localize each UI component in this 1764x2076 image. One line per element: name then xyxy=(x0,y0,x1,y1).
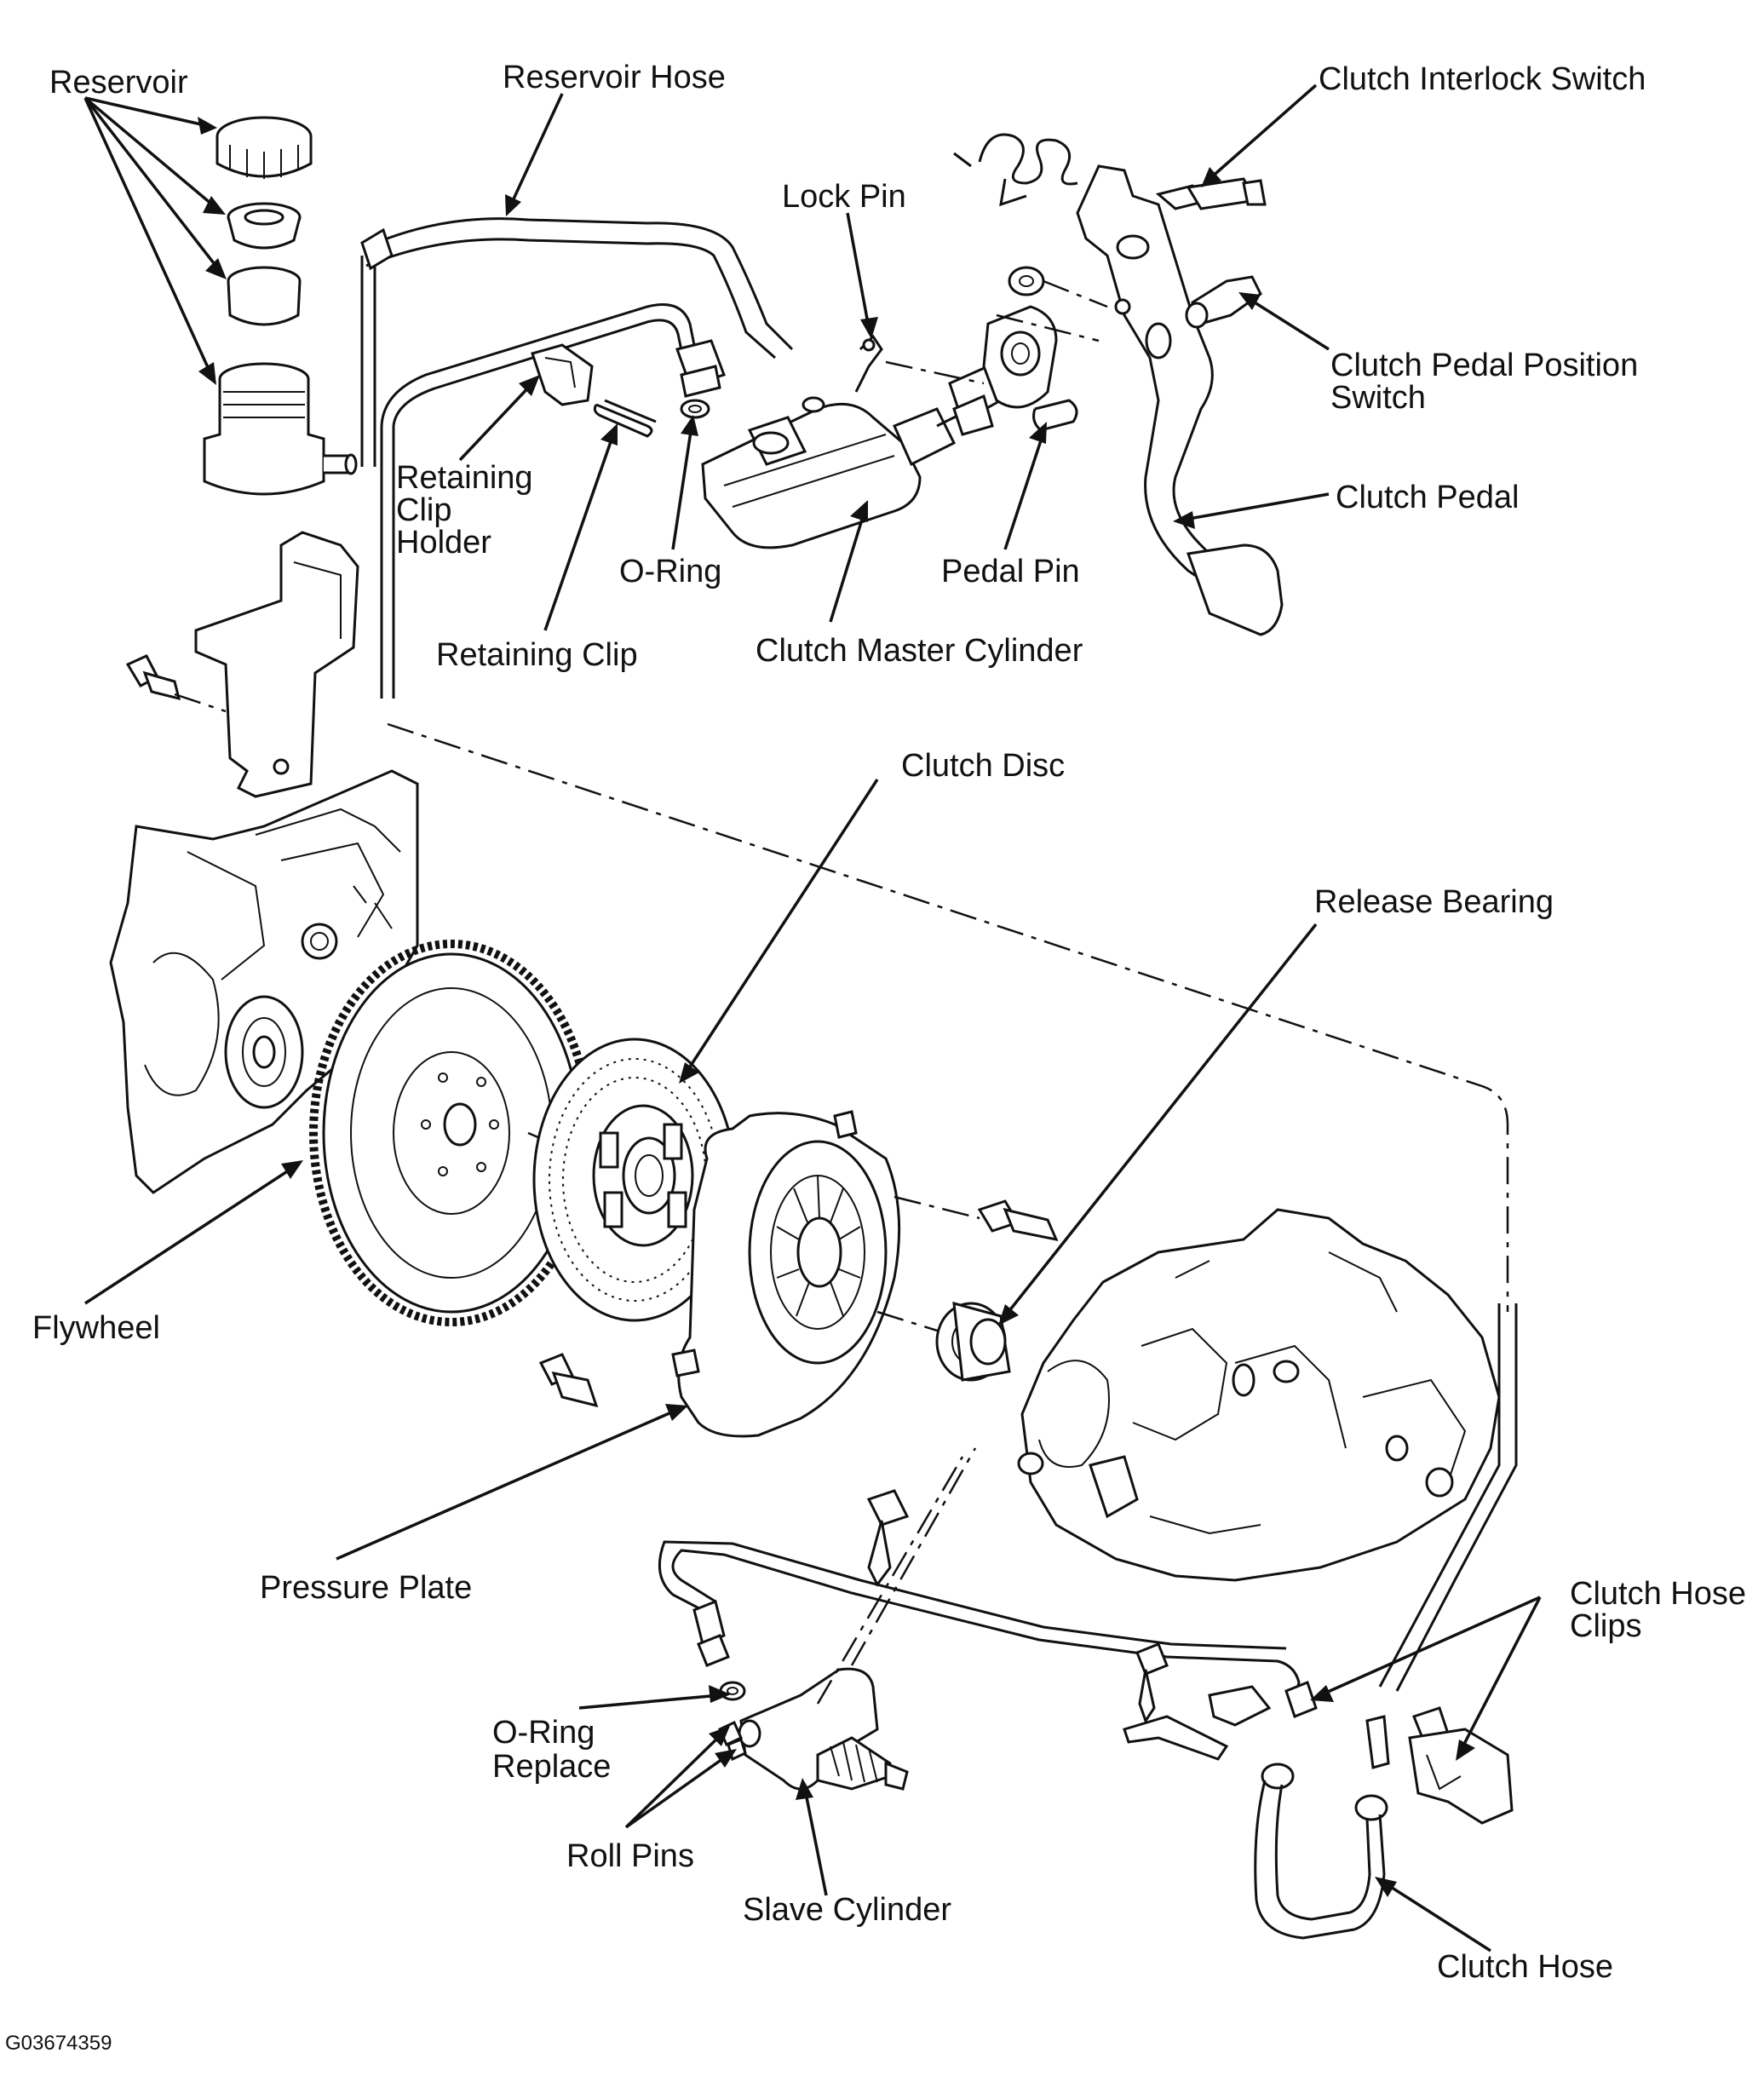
label-clutch-hose-clips-line2: Clips xyxy=(1570,1608,1642,1644)
label-clutch-master-cylinder: Clutch Master Cylinder xyxy=(756,633,1083,669)
label-retaining-clip-holder-line2: Clip xyxy=(396,492,452,528)
transmission-case xyxy=(1017,1208,1501,1582)
flywheel-part xyxy=(309,940,594,1326)
return-spring xyxy=(953,133,1078,207)
o-ring-part xyxy=(680,399,710,419)
interlock-switch-part xyxy=(1155,177,1267,210)
label-clutch-pedal-position-switch-line1: Clutch Pedal Position xyxy=(1330,348,1639,383)
figure-code: G03674359 xyxy=(5,2032,112,2055)
flywheel-bolt xyxy=(538,1353,599,1408)
reservoir-tank xyxy=(203,362,358,496)
label-clutch-pedal-position-switch-line2: Switch xyxy=(1330,380,1426,416)
label-clutch-hose: Clutch Hose xyxy=(1437,1949,1613,1985)
label-clutch-disc: Clutch Disc xyxy=(901,748,1066,784)
label-reservoir: Reservoir xyxy=(49,65,188,101)
slave-fitting xyxy=(692,1599,730,1667)
lock-pin-part xyxy=(854,334,883,393)
clutch-hose-clip-right xyxy=(1408,1706,1514,1825)
slave-bolt xyxy=(866,1489,910,1587)
release-bearing-part xyxy=(935,1301,1011,1382)
label-o-ring: O-Ring xyxy=(619,554,722,589)
pressure-plate-bolt xyxy=(977,1199,1059,1242)
retaining-clip-holder xyxy=(531,343,594,406)
pedal-position-switch-part xyxy=(1185,275,1262,329)
label-retaining-clip: Retaining Clip xyxy=(436,637,638,673)
master-fitting xyxy=(675,339,726,398)
bracket-bolt xyxy=(125,654,181,701)
label-slave-cylinder: Slave Cylinder xyxy=(743,1892,951,1928)
label-clutch-hose-clips-line1: Clutch Hose xyxy=(1570,1576,1746,1612)
label-roll-pins: Roll Pins xyxy=(566,1838,694,1874)
label-o-ring-replace-line2: Replace xyxy=(492,1749,612,1785)
retaining-clip xyxy=(593,399,657,438)
clutch-pedal-part xyxy=(1076,164,1284,636)
label-lock-pin: Lock Pin xyxy=(782,179,906,215)
clutch-master-cylinder xyxy=(701,396,957,549)
clutch-disc-part xyxy=(532,1038,737,1322)
label-pedal-pin: Pedal Pin xyxy=(941,554,1080,589)
label-clutch-pedal: Clutch Pedal xyxy=(1336,480,1520,515)
label-flywheel: Flywheel xyxy=(32,1310,160,1346)
engine-block xyxy=(109,769,419,1194)
label-retaining-clip-holder-line3: Holder xyxy=(396,525,491,561)
label-retaining-clip-holder-line1: Retaining xyxy=(396,460,533,496)
label-reservoir-hose: Reservoir Hose xyxy=(503,60,726,95)
clutch-hose-part xyxy=(1254,1715,1390,1940)
pedal-pin-part xyxy=(1032,399,1078,432)
pedal-bracket-boot xyxy=(982,305,1058,409)
slave-cylinder-part xyxy=(738,1667,909,1791)
reservoir-plate xyxy=(227,266,302,326)
nut-part xyxy=(1008,266,1045,296)
hose-clip-bracket xyxy=(1123,1642,1318,1761)
slave-pipe xyxy=(658,1540,1301,1700)
label-clutch-interlock-switch: Clutch Interlock Switch xyxy=(1319,61,1646,97)
pressure-plate-part xyxy=(671,1110,901,1438)
leader-lines xyxy=(83,83,1542,1952)
label-release-bearing: Release Bearing xyxy=(1314,884,1554,920)
reservoir-diaphragm xyxy=(227,202,302,250)
label-pressure-plate: Pressure Plate xyxy=(260,1570,473,1606)
reservoir-cap xyxy=(215,116,313,179)
reservoir-hose xyxy=(360,217,794,359)
mounting-bracket xyxy=(194,531,359,798)
label-o-ring-replace-line1: O-Ring xyxy=(492,1715,595,1751)
